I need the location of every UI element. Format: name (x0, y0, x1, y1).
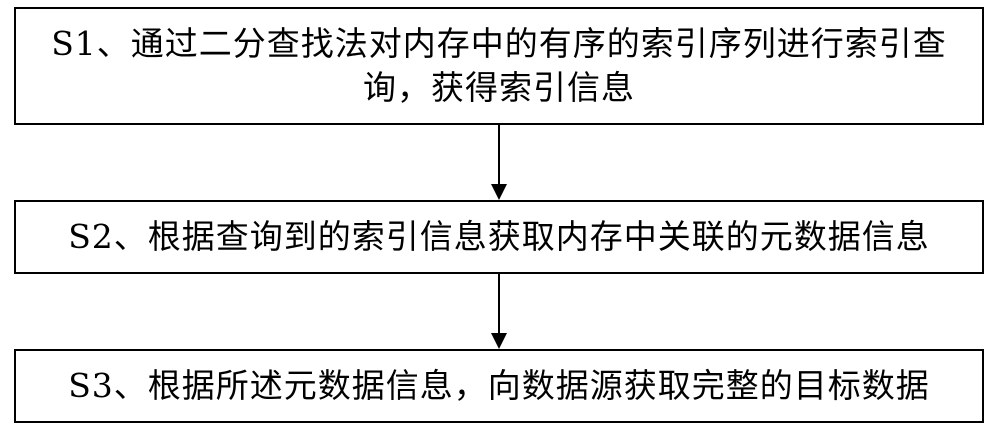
step-box-s2: S2、根据查询到的索引信息获取内存中关联的元数据信息 (14, 200, 984, 274)
step-text-s2: S2、根据查询到的索引信息获取内存中关联的元数据信息 (68, 217, 930, 256)
step-text-s1: S1、通过二分查找法对内存中的有序的索引序列进行索引查询，获得索引信息 (51, 24, 947, 107)
arrow-s1-s2-head (491, 184, 507, 200)
arrow-s2-s3-head (491, 333, 507, 349)
step-box-s3: S3、根据所述元数据信息，向数据源获取完整的目标数据 (14, 349, 984, 423)
arrow-s2-to-s3 (491, 274, 507, 349)
arrow-s1-to-s2 (491, 125, 507, 200)
step-box-s1: S1、通过二分查找法对内存中的有序的索引序列进行索引查询，获得索引信息 (14, 7, 984, 125)
step-text-s3: S3、根据所述元数据信息，向数据源获取完整的目标数据 (68, 366, 930, 405)
